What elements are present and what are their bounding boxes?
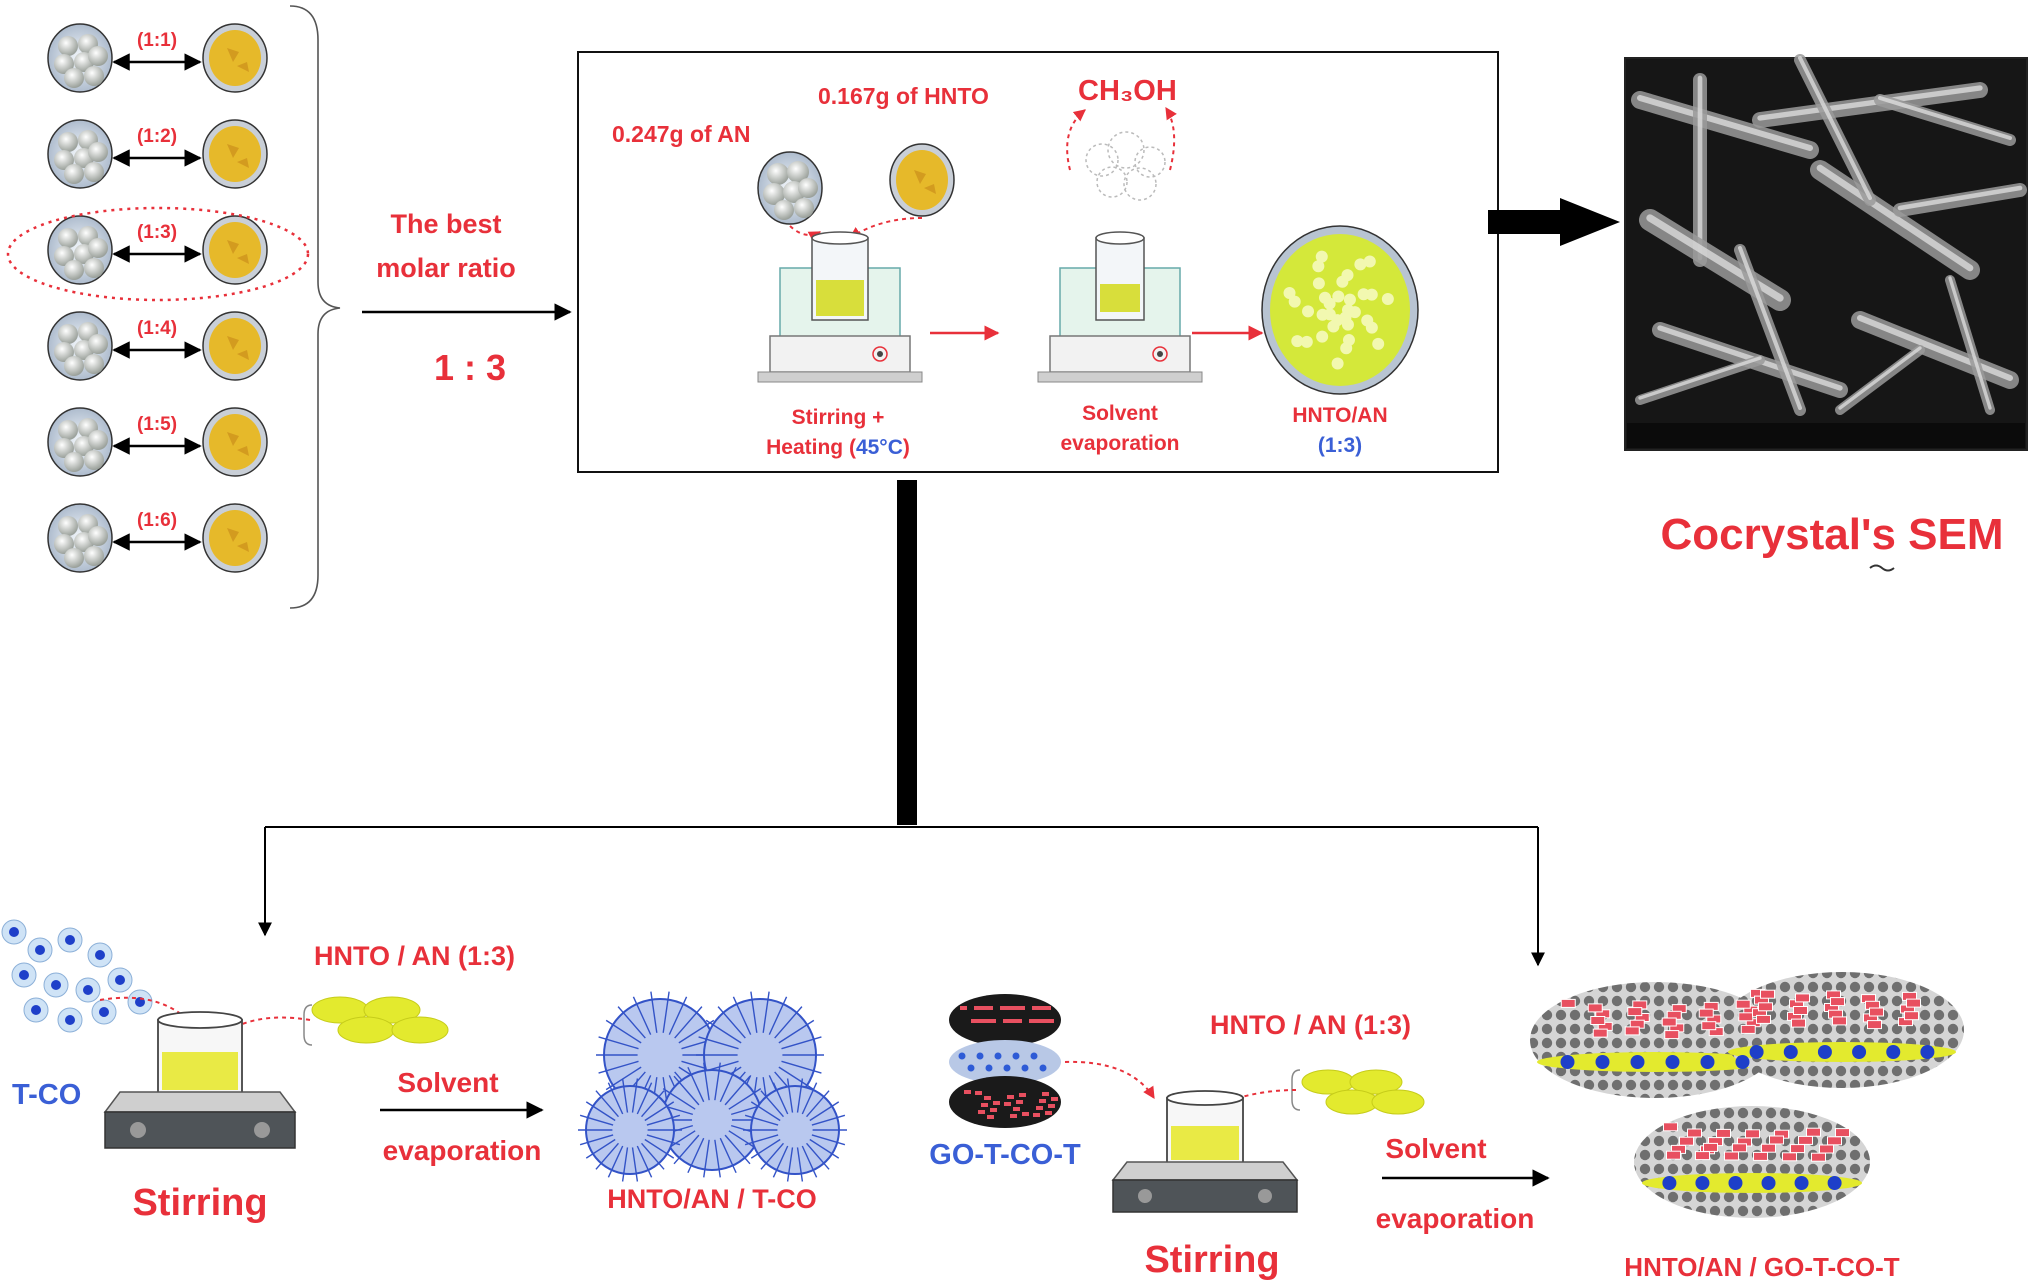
ratio-pair: (1:3) bbox=[6, 206, 310, 302]
left-method-label: Stirring bbox=[132, 1182, 267, 1224]
ratio-label: (1:4) bbox=[137, 318, 177, 339]
an-amount: 0.247g of AN bbox=[612, 121, 750, 147]
an-dish-icon bbox=[47, 23, 113, 93]
right-transfer-arrow bbox=[1064, 1060, 1155, 1100]
main-connector-bar bbox=[897, 480, 917, 825]
best-ratio-highlight bbox=[6, 206, 310, 302]
left-cocrystal-label: HNTO / AN (1:3) bbox=[314, 941, 515, 971]
step2-label-line2: evaporation bbox=[1060, 432, 1179, 455]
vapor-arrow-left bbox=[1066, 109, 1086, 171]
hnto-dish-icon bbox=[202, 215, 268, 285]
ratio-pair: (1:2) bbox=[47, 119, 268, 189]
left-stirrer-setup bbox=[103, 1011, 297, 1149]
ratio-pair: (1:5) bbox=[47, 407, 268, 477]
product-dish-icon bbox=[1261, 225, 1419, 395]
ratio-label: (1:1) bbox=[137, 30, 177, 51]
an-dish-icon bbox=[47, 503, 113, 573]
ratio-label: (1:3) bbox=[137, 222, 177, 243]
step1-temperature: 45°C bbox=[856, 436, 903, 459]
grouping-brace bbox=[289, 5, 341, 609]
t-co-particles-icon bbox=[1, 919, 153, 1033]
an-dish-icon bbox=[47, 311, 113, 381]
right-arrow-label-line1: Solvent bbox=[1385, 1133, 1486, 1164]
sem-info-bar bbox=[1627, 423, 2025, 448]
hnto-dish-icon bbox=[202, 119, 268, 189]
ratio-pair: (1:1) bbox=[47, 23, 268, 93]
an-dish-icon bbox=[47, 119, 113, 189]
an-dish-icon bbox=[757, 151, 823, 225]
right-arrow-label-line2: evaporation bbox=[1376, 1203, 1535, 1234]
hnto-dish-icon bbox=[889, 143, 955, 217]
left-cocrystal-brace bbox=[303, 1004, 313, 1046]
hnto-dish-icon bbox=[202, 503, 268, 573]
ratio-label: (1:6) bbox=[137, 510, 177, 531]
an-dish-icon bbox=[47, 407, 113, 477]
left-additive-label: T-CO bbox=[12, 1079, 81, 1111]
right-stirrer-setup bbox=[1111, 1090, 1299, 1213]
best-ratio-value: 1 : 3 bbox=[434, 347, 506, 388]
hnto-dish-icon bbox=[202, 311, 268, 381]
hnto-an-t-co-product-icon bbox=[578, 991, 847, 1182]
step1-label-line2: Heating (45°C) bbox=[766, 436, 910, 459]
right-cocrystal-tablets bbox=[1301, 1069, 1425, 1115]
step1-label-line1: Stirring + bbox=[792, 406, 885, 429]
product-label-line2: (1:3) bbox=[1318, 434, 1362, 457]
hnto-dish-icon bbox=[202, 407, 268, 477]
left-cocrystal-tablets bbox=[311, 996, 449, 1044]
hnto-dish-icon bbox=[202, 23, 268, 93]
molar-ratio-list: (1:1) (1:2) (1:3) (1:4) (1:5) (1:6) bbox=[6, 23, 310, 573]
sem-caption-tilde bbox=[1869, 564, 1895, 572]
product-label-line1: HNTO/AN bbox=[1292, 404, 1387, 427]
best-ratio-label-line1: The best bbox=[390, 209, 501, 239]
vapor-cloud-icon bbox=[1085, 131, 1166, 201]
right-method-label: Stirring bbox=[1144, 1239, 1279, 1281]
sem-arrow bbox=[1488, 198, 1620, 246]
sem-crystal-rods bbox=[1631, 54, 2027, 416]
sem-caption: Cocrystal's SEM bbox=[1660, 510, 2003, 559]
ratio-label: (1:5) bbox=[137, 414, 177, 435]
hnto-amount: 0.167g of HNTO bbox=[818, 83, 989, 109]
right-additive-label: GO-T-CO-T bbox=[929, 1139, 1081, 1171]
solvent-formula: CH₃OH bbox=[1078, 75, 1177, 107]
ratio-label: (1:2) bbox=[137, 126, 177, 147]
vapor-arrow-right bbox=[1165, 106, 1177, 171]
left-product-label: HNTO/AN / T-CO bbox=[607, 1184, 817, 1214]
evaporation-setup bbox=[1037, 231, 1203, 383]
right-product-label: HNTO/AN / GO-T-CO-T bbox=[1624, 1252, 1900, 1282]
stirring-heating-setup bbox=[757, 231, 923, 383]
go-sheet-2 bbox=[1720, 972, 1964, 1088]
go-t-co-t-stack-icon bbox=[949, 994, 1061, 1128]
ratio-pair: (1:6) bbox=[47, 503, 268, 573]
right-cocrystal-label: HNTO / AN (1:3) bbox=[1210, 1010, 1411, 1040]
left-arrow-label-line1: Solvent bbox=[397, 1067, 498, 1098]
left-arrow-label-line2: evaporation bbox=[383, 1135, 542, 1166]
ratio-pair: (1:4) bbox=[47, 311, 268, 381]
best-ratio-label-line2: molar ratio bbox=[376, 253, 516, 283]
an-dish-icon bbox=[47, 215, 113, 285]
step2-label-line1: Solvent bbox=[1082, 402, 1158, 425]
an-transfer-arrow bbox=[789, 225, 822, 243]
